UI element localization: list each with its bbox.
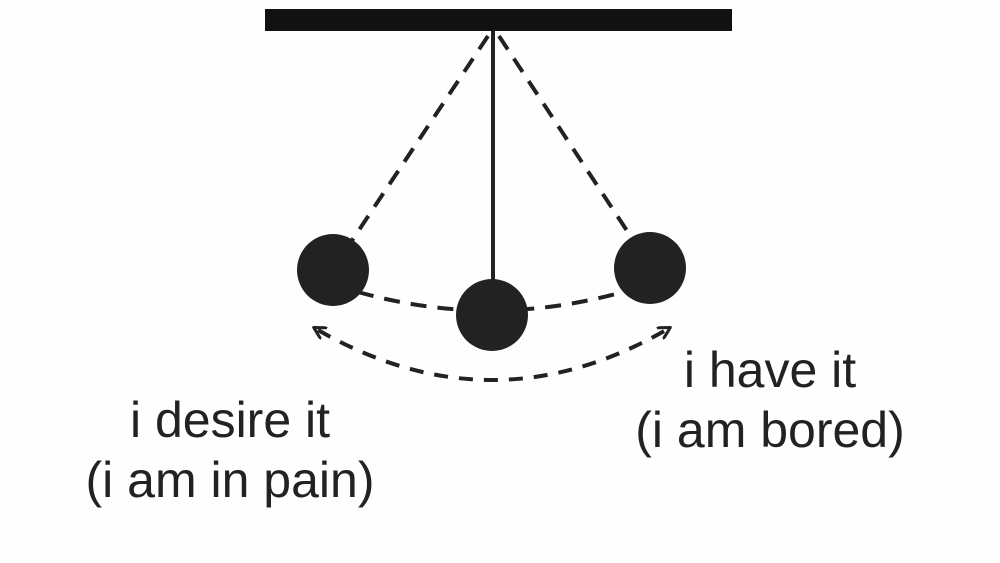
have-caption: i have it (i am bored)	[600, 340, 940, 460]
desire-caption: i desire it (i am in pain)	[40, 390, 420, 510]
ceiling-bar	[265, 9, 732, 31]
right-dashed-string	[497, 34, 639, 248]
oscillation-arrow	[318, 330, 666, 382]
have-caption-line-1: i have it	[683, 342, 857, 398]
desire-caption-line-1: i desire it	[129, 392, 331, 448]
right-bob	[614, 232, 686, 304]
left-bob	[297, 234, 369, 306]
center-bob	[456, 279, 528, 351]
left-dashed-string	[345, 34, 490, 250]
have-caption-line-2: (i am bored)	[635, 402, 905, 458]
desire-caption-line-2: (i am in pain)	[85, 452, 375, 508]
